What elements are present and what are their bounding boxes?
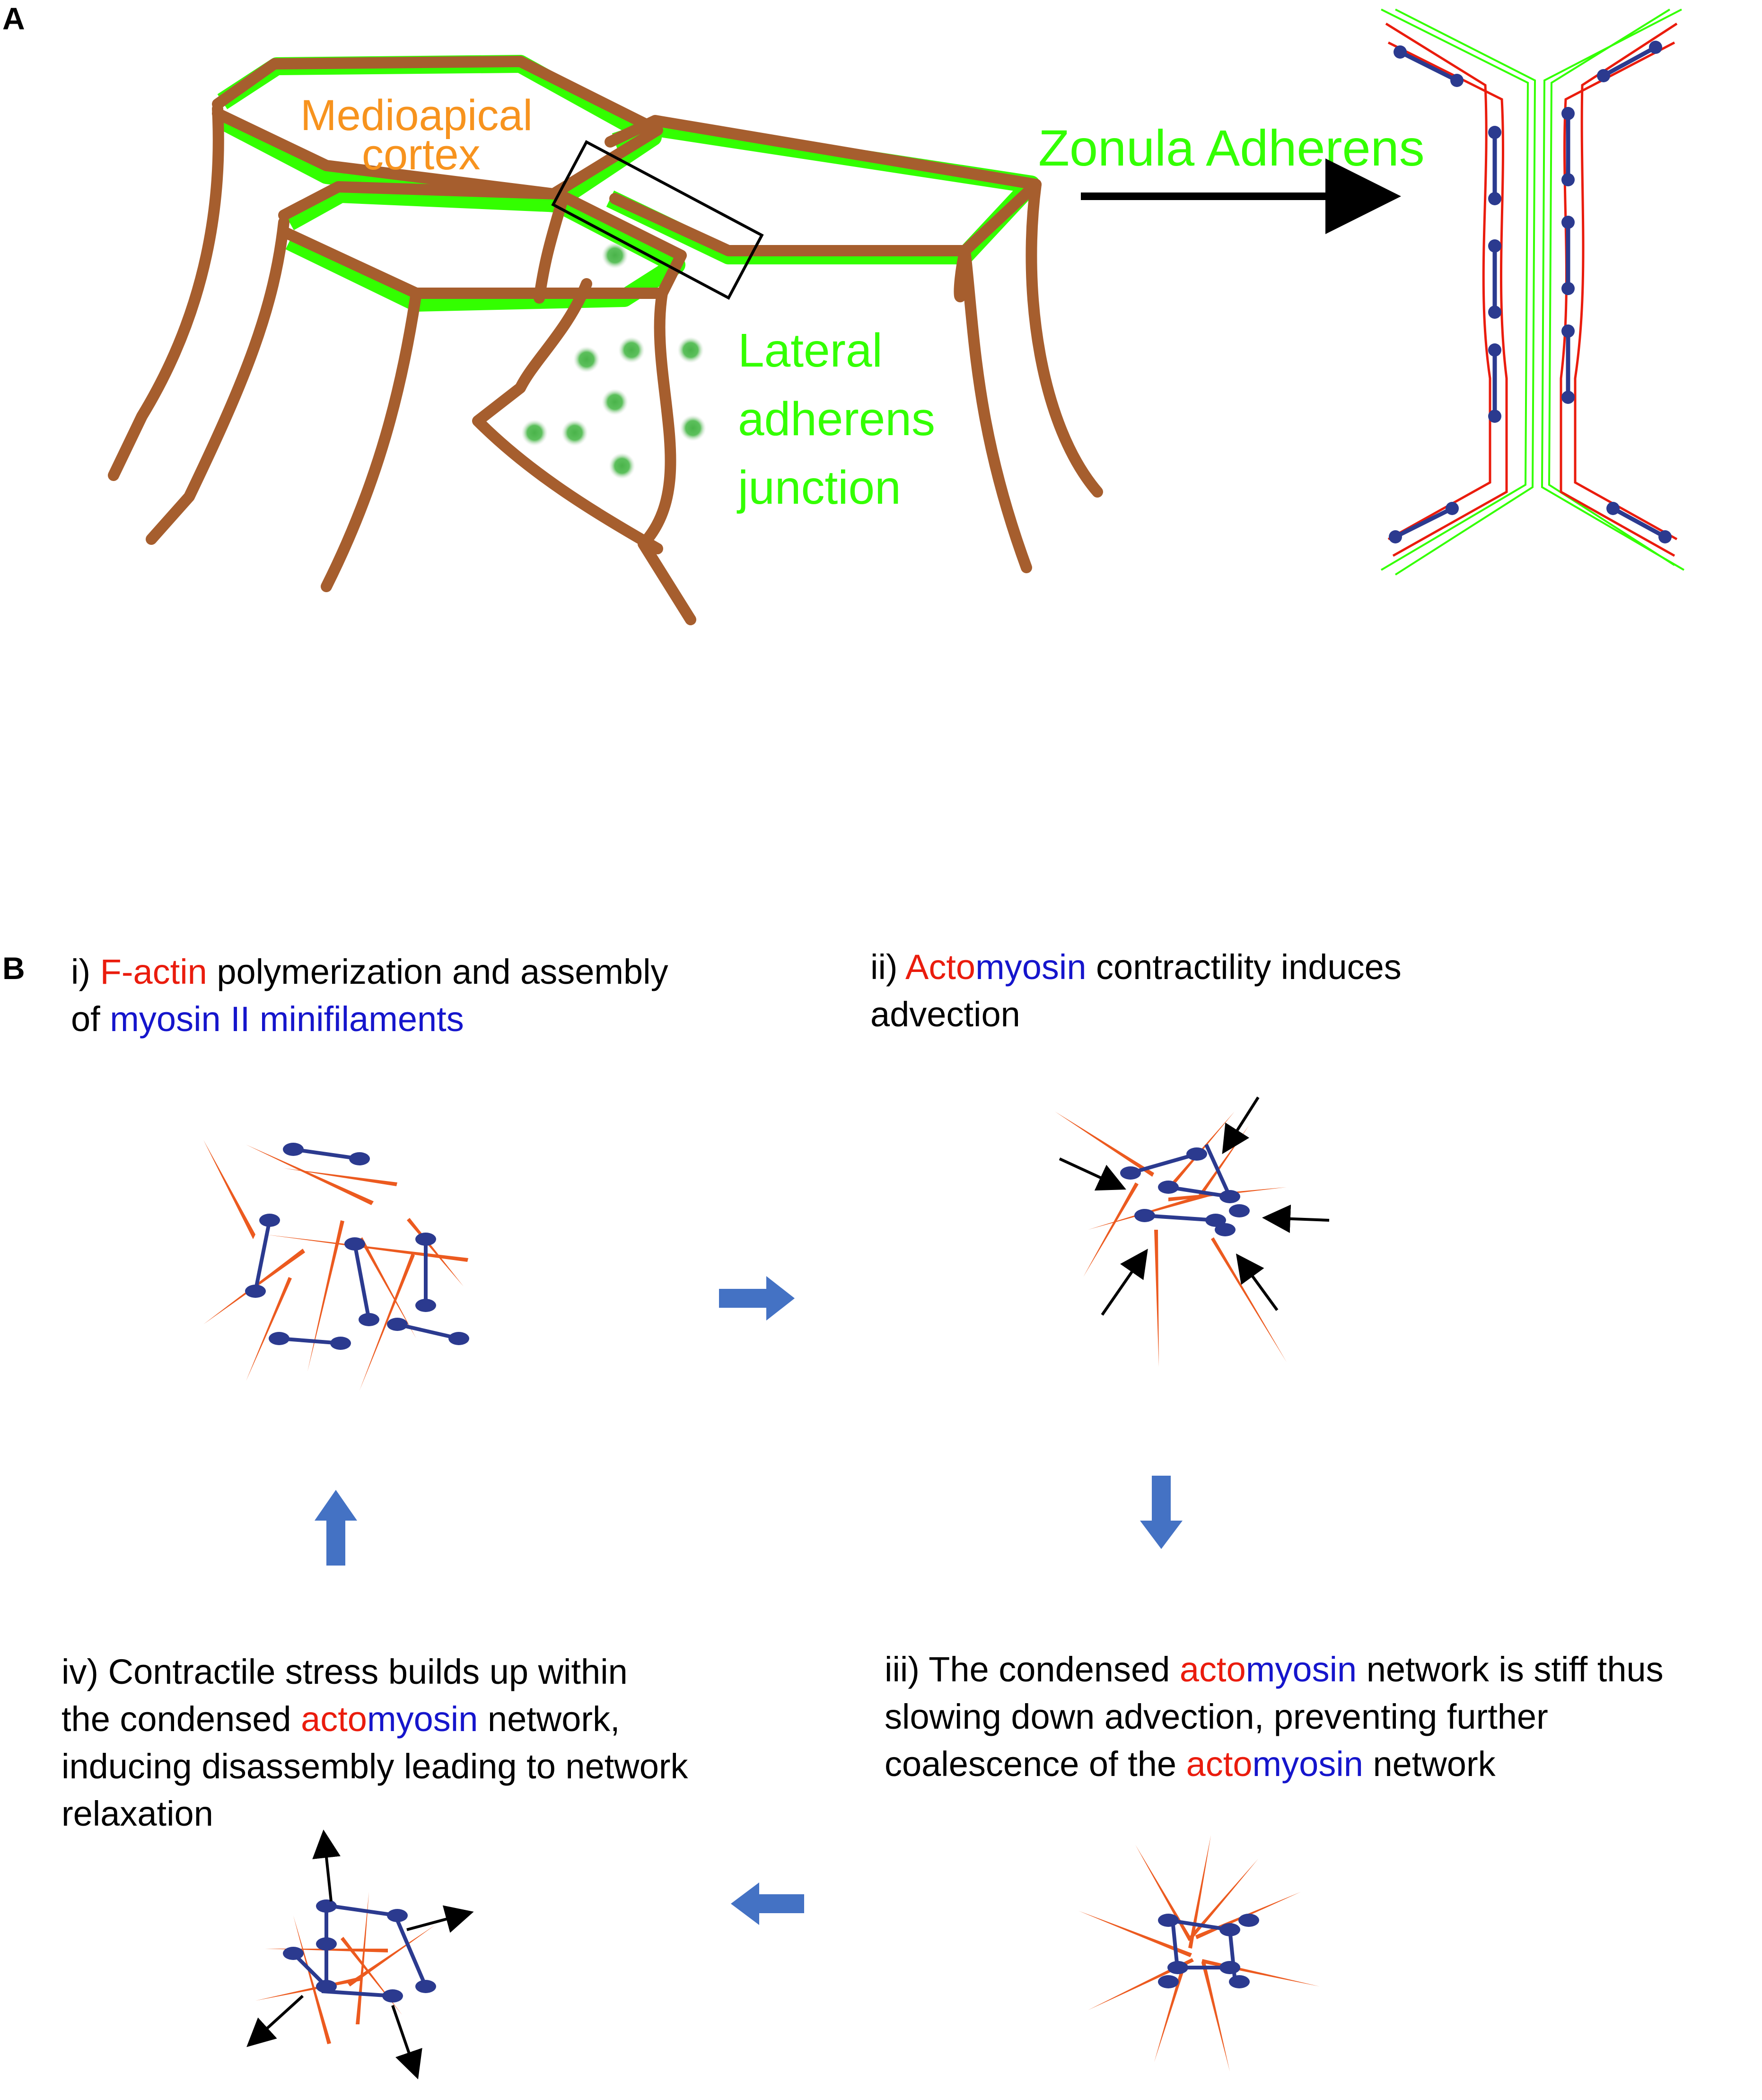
step3-rest: network is stiff thus <box>1357 1650 1663 1689</box>
actin-spikes <box>1055 1111 1287 1367</box>
step3-acto2: acto <box>1186 1744 1253 1784</box>
cycle-arrow-up <box>315 1490 357 1566</box>
step3-acto: acto <box>1180 1650 1246 1689</box>
lateral-wall-9 <box>954 245 971 303</box>
junction-dot <box>561 420 588 446</box>
relaxation-arrows <box>246 1829 474 2080</box>
step3-network: network <box>1363 1744 1496 1784</box>
myosin-heads <box>245 1143 469 1350</box>
step4-line1: iv) Contractile stress builds up within <box>61 1652 628 1691</box>
junction-dot <box>602 389 628 415</box>
zonula-label: Zonula Adherens <box>1038 119 1425 176</box>
panel-b: B i) F-actin polymerization and assembly… <box>2 947 1664 2080</box>
step3-prefix: iii) The condensed <box>885 1650 1180 1689</box>
zonula-detail <box>1380 9 1685 576</box>
step1-line2: of myosin II minifilaments <box>71 999 464 1039</box>
network-step1 <box>203 1140 469 1391</box>
step4-line3: inducing disassembly leading to network <box>61 1747 689 1786</box>
step3-coalescence: coalescence of the <box>885 1744 1186 1784</box>
cell-left-outline <box>212 56 663 200</box>
lateral-wall-8 <box>1026 179 1103 498</box>
junction-dot <box>680 415 706 441</box>
step2-line2: advection <box>870 995 1020 1034</box>
step3-line1: iii) The condensed actomyosin network is… <box>885 1650 1664 1689</box>
panel-a-letter: A <box>2 1 25 36</box>
step3-line3: coalescence of the actomyosin network <box>885 1744 1496 1784</box>
za-myosin <box>1394 45 1666 539</box>
step1-prefix: i) <box>71 952 100 991</box>
step4-condensed: the condensed <box>61 1699 301 1739</box>
myosin-minifilaments <box>292 1904 428 1998</box>
junction-dot <box>618 337 645 363</box>
lateral-dots <box>521 242 706 479</box>
myosin-heads <box>283 1899 436 2003</box>
zoom-box <box>551 140 764 300</box>
step3-myosin: myosin <box>1246 1650 1357 1689</box>
step1-rest: polymerization and assembly <box>207 952 668 991</box>
step2-acto: Acto <box>905 947 975 987</box>
step4-myosin: myosin <box>367 1699 478 1739</box>
lateral-wall-5 <box>638 288 696 625</box>
step1-myosin: myosin II minifilaments <box>110 999 464 1039</box>
lateral-wall-7 <box>959 245 1032 573</box>
lateral-wall-6 <box>472 278 663 554</box>
medioapical-label-line1: Medioapical <box>300 91 533 140</box>
step4-line4: relaxation <box>61 1794 213 1833</box>
step1-of: of <box>71 999 110 1039</box>
cell-outlines <box>108 56 1103 625</box>
myosin-minifilaments <box>1130 1144 1232 1222</box>
actin-spikes <box>1078 1835 1320 2072</box>
step4-network: network, <box>478 1699 620 1739</box>
za-actin <box>1385 22 1678 557</box>
lateral-label-line1: Lateral <box>738 324 883 377</box>
step3-line2: slowing down advection, preventing furth… <box>885 1697 1548 1736</box>
lateral-wall-4 <box>534 193 569 304</box>
step3-myosin2: myosin <box>1253 1744 1363 1784</box>
actin-spikes <box>203 1140 468 1391</box>
actin-spikes <box>255 1892 435 2044</box>
za-myosin-heads <box>1389 41 1672 543</box>
advection-arrows <box>1059 1096 1330 1316</box>
junction-dot <box>602 242 628 269</box>
network-step2 <box>1055 1096 1330 1367</box>
lateral-wall-1 <box>108 103 224 481</box>
step1-factin: F-actin <box>100 952 207 991</box>
panel-a: A <box>2 1 1685 625</box>
junction-dot <box>677 337 704 363</box>
cycle-arrow-right <box>719 1276 795 1321</box>
step2-rest: contractility induces <box>1086 947 1401 987</box>
cycle-arrow-down <box>1140 1476 1183 1549</box>
step1-line1: i) F-actin polymerization and assembly <box>71 952 668 991</box>
junction-dot <box>573 346 600 373</box>
lateral-label-line2: adherens <box>738 393 935 446</box>
medioapical-label-line2: cortex <box>362 131 481 179</box>
step2-line1: ii) Actomyosin contractility induces <box>870 947 1402 987</box>
network-step3 <box>1078 1835 1320 2072</box>
network-step4 <box>246 1829 474 2080</box>
myosin-heads <box>1158 1914 1259 1988</box>
cycle-arrows <box>315 1276 1183 1925</box>
cell-right-outline <box>605 115 1042 256</box>
lateral-wall-3 <box>321 288 422 592</box>
step4-line2: the condensed actomyosin network, <box>61 1699 620 1739</box>
za-membranes <box>1380 9 1685 576</box>
myosin-heads <box>1120 1147 1250 1236</box>
cycle-arrow-left <box>731 1882 804 1925</box>
step2-myosin: myosin <box>975 947 1086 987</box>
lateral-wall-2 <box>146 217 289 545</box>
panel-b-letter: B <box>2 951 25 986</box>
lateral-label-line3: junction <box>736 461 901 514</box>
step4-acto: acto <box>301 1699 367 1739</box>
junction-dot <box>609 453 635 479</box>
junction-dot <box>521 420 548 446</box>
step2-prefix: ii) <box>870 947 905 987</box>
